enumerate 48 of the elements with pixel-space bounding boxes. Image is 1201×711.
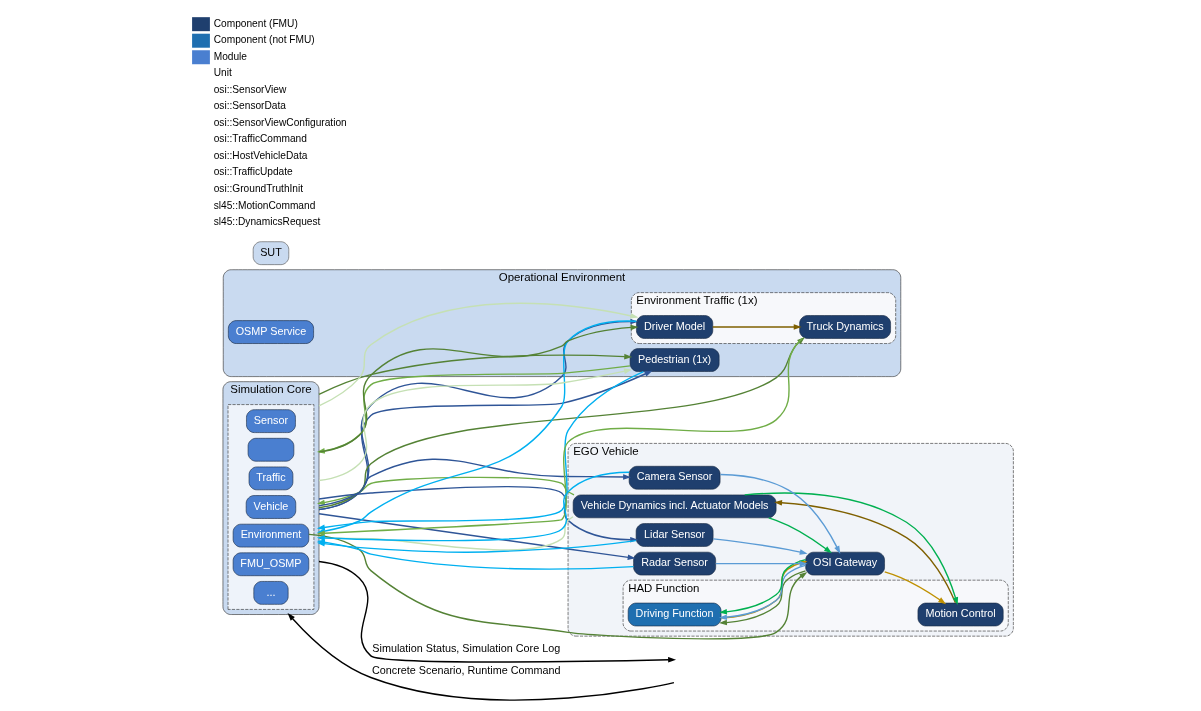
arrow <box>287 612 675 701</box>
arrow <box>712 538 808 555</box>
node-box: Driving Function <box>627 602 722 627</box>
node-box: Driver Model <box>636 315 714 339</box>
node-box: Vehicle Dynamics incl. Actuator Models <box>572 494 777 519</box>
arrow <box>774 500 957 604</box>
node-box: OSMP Service <box>228 320 314 344</box>
legend-label: osi::HostVehicleData <box>213 149 308 161</box>
arrow <box>768 517 832 554</box>
node-box: Vehicle <box>245 495 297 519</box>
node-box: OSI Gateway <box>805 551 885 576</box>
node-box <box>247 438 295 462</box>
legend-label: Component (FMU) <box>213 17 298 29</box>
node-box: Motion Control <box>917 602 1004 627</box>
node-box: Sensor <box>246 409 296 433</box>
legend-label: osi::GroundTruthInit <box>213 182 304 194</box>
arrow <box>318 353 633 396</box>
arrow <box>719 473 841 554</box>
legend-label: osi::TrafficUpdate <box>213 166 293 178</box>
legend-label: Unit <box>213 67 232 79</box>
node-box: Pedestrian (1x) <box>629 348 720 372</box>
node-box: Truck Dynamics <box>799 315 891 339</box>
arrow <box>318 458 631 507</box>
legend-label: Module <box>213 50 248 62</box>
arrow <box>316 476 575 506</box>
arrow <box>884 571 947 605</box>
cluster <box>227 404 315 610</box>
arrow <box>744 492 959 605</box>
legend-label: sl45::MotionCommand <box>213 199 316 211</box>
arrow <box>318 560 677 663</box>
node-box: Traffic <box>248 466 294 491</box>
arrow <box>719 570 807 626</box>
node-box: Camera Sensor <box>628 466 721 490</box>
legend-label: osi::SensorView <box>213 83 287 95</box>
legend-label: osi::SensorViewConfiguration <box>213 116 347 128</box>
legend-label: Component (not FMU) <box>213 34 315 46</box>
edge-label: Concrete Scenario, Runtime Command <box>372 664 561 677</box>
node-box: Radar Sensor <box>633 551 716 576</box>
node-box: SUT <box>252 241 290 265</box>
node-box: Lidar Sensor <box>635 523 714 547</box>
legend-label: osi::SensorData <box>213 100 286 112</box>
node-box: Environment <box>232 523 310 548</box>
legend-label: sl45::DynamicsRequest <box>213 216 321 228</box>
node-box: FMU_OSMP <box>232 552 310 577</box>
node-box: ... <box>253 581 289 605</box>
legend-label: osi::TrafficCommand <box>213 133 307 145</box>
arrow <box>712 324 802 330</box>
edge-label: Simulation Status, Simulation Core Log <box>372 642 561 655</box>
